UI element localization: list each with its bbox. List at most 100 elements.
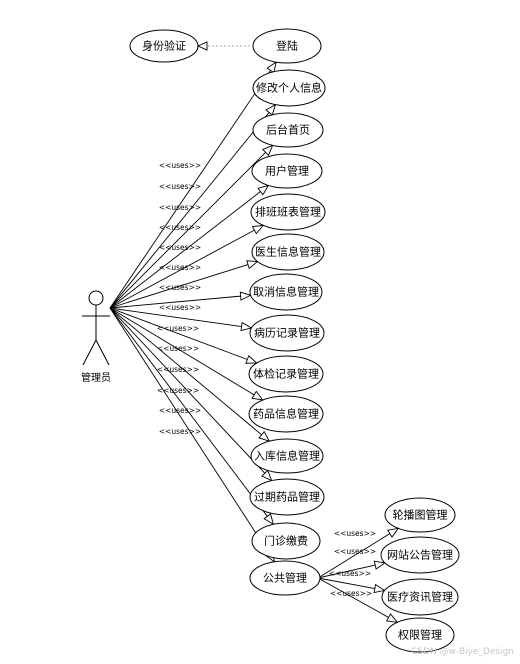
use-case-ellipse (250, 438, 324, 474)
use-case-public-mgmt: 公共管理 (249, 560, 321, 596)
actor-left-leg (82, 339, 97, 366)
stereotype-label: <<uses>> (159, 406, 201, 415)
use-case-label: 权限管理 (398, 628, 442, 642)
stereotype-label: <<uses>> (157, 344, 199, 353)
association-schedule-mgmt-arrowhead (251, 224, 265, 235)
association-carousel-mgmt-line (317, 533, 391, 579)
association-carousel-mgmt-arrowhead (387, 527, 400, 538)
use-case-user-mgmt: 用户管理 (251, 153, 323, 189)
use-case-admin-home: 后台首页 (252, 112, 324, 148)
stereotype-label: <<uses>> (330, 589, 372, 598)
use-case-modify-profile: 修改个人信息 (252, 69, 326, 107)
use-case-label: 取消信息管理 (253, 285, 319, 299)
use-case-ellipse (251, 153, 323, 189)
use-case-ellipse (248, 355, 324, 393)
use-case-label: 排班班表管理 (255, 205, 321, 219)
stereotype-label: <<uses>> (159, 427, 201, 436)
use-case-carousel-mgmt: 轮播图管理 (384, 497, 456, 533)
use-cases: 登陆 身份验证修改个人信息后台首页用户管理排班班表管理医生信息管理取消信息管理病历… (129, 28, 460, 653)
stereotype-label: <<uses>> (157, 365, 199, 374)
use-case-ellipse (252, 112, 324, 148)
association-notice-mgmt-arrowhead (373, 560, 387, 570)
use-case-label: 体检记录管理 (253, 367, 319, 381)
association-checkup-mgmt-line (109, 307, 248, 360)
association-stock-in-mgmt-arrowhead (258, 430, 271, 442)
use-case-ellipse (381, 578, 459, 616)
association-login-arrowhead (266, 61, 277, 74)
association-drug-info-mgmt-arrowhead (251, 390, 264, 401)
stereotype-label: <<uses>> (159, 182, 201, 191)
use-case-news-mgmt: 医疗资讯管理 (381, 578, 459, 616)
association-permission-mgmt-line (317, 577, 389, 618)
actor-right-leg (95, 339, 110, 366)
use-case-drug-info-mgmt: 药品信息管理 (248, 395, 324, 433)
association-modify-profile-arrowhead (265, 103, 277, 116)
association-medical-record-mgmt-line (109, 307, 242, 328)
use-case-label: 身份验证 (142, 39, 186, 53)
stereotype-label: <<uses>> (157, 324, 199, 333)
use-case-notice-mgmt: 网站公告管理 (380, 536, 460, 574)
association-cancel-mgmt-line (109, 295, 241, 309)
use-case-label: 登陆 (276, 39, 298, 53)
association-clinic-fee-line (109, 307, 268, 517)
use-case-ellipse (252, 69, 326, 107)
use-case-clinic-fee: 门诊缴费 (251, 522, 321, 560)
association-admin-home-arrowhead (262, 144, 274, 156)
use-case-label: 医疗资讯管理 (387, 590, 453, 604)
association-medical-record-mgmt-arrowhead (240, 321, 253, 332)
use-case-label: 药品信息管理 (253, 407, 319, 421)
include-arrowhead (196, 41, 208, 51)
association-admin-home-line (109, 152, 266, 309)
stereotype-labels: <<uses>> <<uses>> <<uses>> <<uses>> <<uses>>… (157, 161, 376, 598)
stereotype-label: <<uses>> (334, 529, 376, 538)
association-doctor-mgmt-line (109, 264, 249, 309)
use-case-label: 后台首页 (266, 123, 310, 137)
stereotype-label: <<uses>> (159, 243, 201, 252)
association-user-mgmt-line (109, 191, 261, 309)
use-case-ellipse (249, 314, 325, 352)
stereotype-label: <<uses>> (157, 386, 199, 395)
use-case-label: 用户管理 (265, 164, 309, 178)
association-news-mgmt-line (317, 577, 375, 590)
stereotype-label: <<uses>> (159, 223, 201, 232)
use-case-stock-in-mgmt: 入库信息管理 (250, 438, 324, 474)
use-case-ellipse (249, 560, 321, 596)
stereotype-label: <<uses>> (159, 283, 201, 292)
use-case-label: 网站公告管理 (387, 548, 453, 562)
association-cancel-mgmt-arrowhead (239, 291, 252, 301)
association-expired-drug-mgmt-line (109, 307, 266, 474)
actor-admin: 管理员 (81, 290, 111, 384)
use-case-doctor-mgmt: 医生信息管理 (251, 233, 325, 271)
use-case-permission-mgmt: 权限管理 (385, 617, 455, 653)
actor-head (88, 290, 104, 306)
use-case-ellipse (251, 522, 321, 560)
use-case-ellipse (249, 478, 325, 516)
use-case-label: 修改个人信息 (256, 81, 322, 95)
association-permission-mgmt-arrowhead (385, 613, 399, 623)
stereotype-label: <<uses>> (159, 161, 201, 170)
use-case-checkup-mgmt: 体检记录管理 (248, 355, 324, 393)
watermark-text: CSDN @w-Biye_Design (411, 647, 514, 657)
stereotype-label: <<uses>> (159, 263, 201, 272)
association-drug-info-mgmt-line (109, 307, 255, 396)
association-schedule-mgmt-line (109, 229, 255, 309)
stereotype-label: <<uses>> (159, 303, 201, 312)
association-expired-drug-mgmt-arrowhead (261, 469, 273, 482)
association-checkup-mgmt-arrowhead (245, 354, 258, 364)
use-case-label: 入库信息管理 (254, 449, 320, 463)
use-case-label: 轮播图管理 (393, 508, 448, 522)
use-case-label: 门诊缴费 (264, 534, 308, 548)
use-case-ellipse (250, 193, 326, 231)
stereotype-label: <<uses>> (159, 203, 201, 212)
association-clinic-fee-arrowhead (263, 513, 275, 526)
use-case-medical-record-mgmt: 病历记录管理 (249, 314, 325, 352)
use-case-ellipse (384, 497, 456, 533)
association-news-mgmt-arrowhead (373, 583, 386, 594)
use-case-label: 过期药品管理 (254, 490, 320, 504)
association-notice-mgmt-line (317, 564, 376, 579)
use-case-ellipse (248, 395, 324, 433)
use-case-cancel-mgmt: 取消信息管理 (249, 273, 323, 311)
use-case-schedule-mgmt: 排班班表管理 (250, 193, 326, 231)
use-case-ellipse (249, 273, 323, 311)
